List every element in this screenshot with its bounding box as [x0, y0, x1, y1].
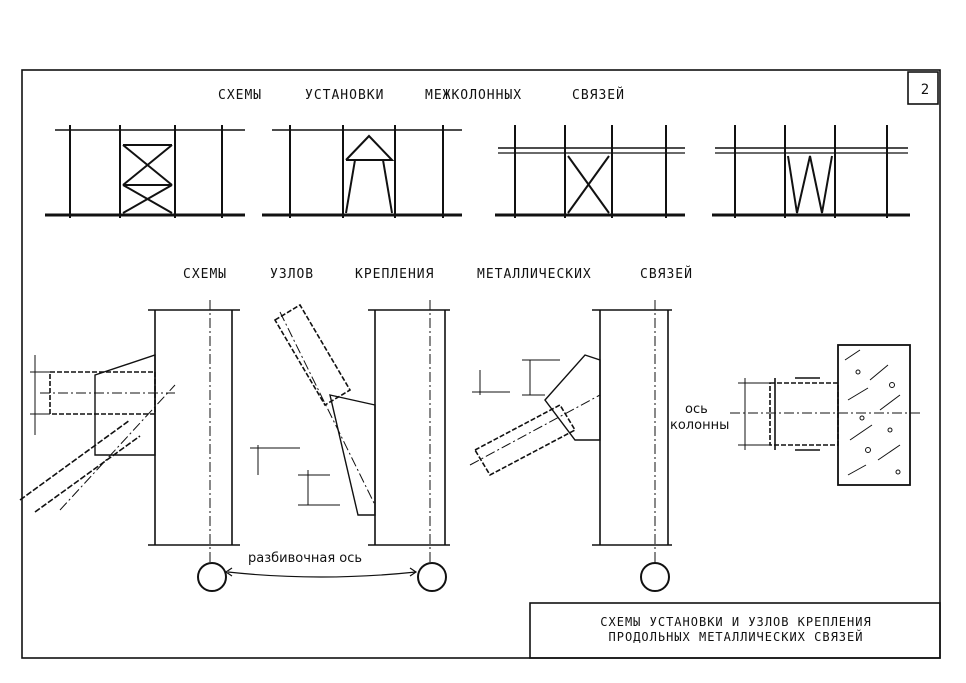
sheet-number: 2 [920, 82, 930, 98]
subheader-word-5: СВЯЗЕЙ [640, 267, 693, 282]
subheader-word-4: МЕТАЛЛИЧЕСКИХ [477, 267, 592, 282]
title-block-frame [529, 602, 941, 659]
title-block: СХЕМЫ УСТАНОВКИ И УЗЛОВ КРЕПЛЕНИЯ ПРОДОЛ… [533, 605, 939, 655]
header-word-3: МЕЖКОЛОННЫХ [425, 88, 523, 103]
bracing-scheme-4 [712, 125, 910, 218]
bracing-scheme-3 [495, 125, 685, 218]
subheader-word-2: УЗЛОВ [270, 267, 315, 282]
axis-label: разбивочная ось [248, 551, 363, 566]
title-block-line-1: СХЕМЫ УСТАНОВКИ И УЗЛОВ КРЕПЛЕНИЯ [600, 615, 872, 629]
title-block-line-2: ПРОДОЛЬНЫХ МЕТАЛЛИЧЕСКИХ СВЯЗЕЙ [608, 630, 864, 644]
header-word-4: СВЯЗЕЙ [572, 88, 625, 103]
node-detail-3 [469, 300, 672, 592]
bracing-scheme-2 [262, 125, 462, 218]
subheader-word-3: КРЕПЛЕНИЯ [355, 267, 435, 282]
column-axis-label-1: ось [685, 402, 708, 417]
column-axis-label-2: колонны [670, 418, 730, 433]
sheet-number-box [907, 71, 939, 105]
axis-arrow [224, 567, 418, 578]
subheader-word-1: СХЕМЫ [183, 267, 228, 282]
node-detail-4 [730, 344, 920, 486]
header-word-1: СХЕМЫ [218, 88, 263, 103]
node-detail-1 [19, 300, 240, 592]
node-detail-2 [250, 300, 450, 592]
sheet-frame [21, 69, 941, 659]
header-word-2: УСТАНОВКИ [305, 88, 385, 103]
bracing-scheme-1 [45, 125, 245, 218]
